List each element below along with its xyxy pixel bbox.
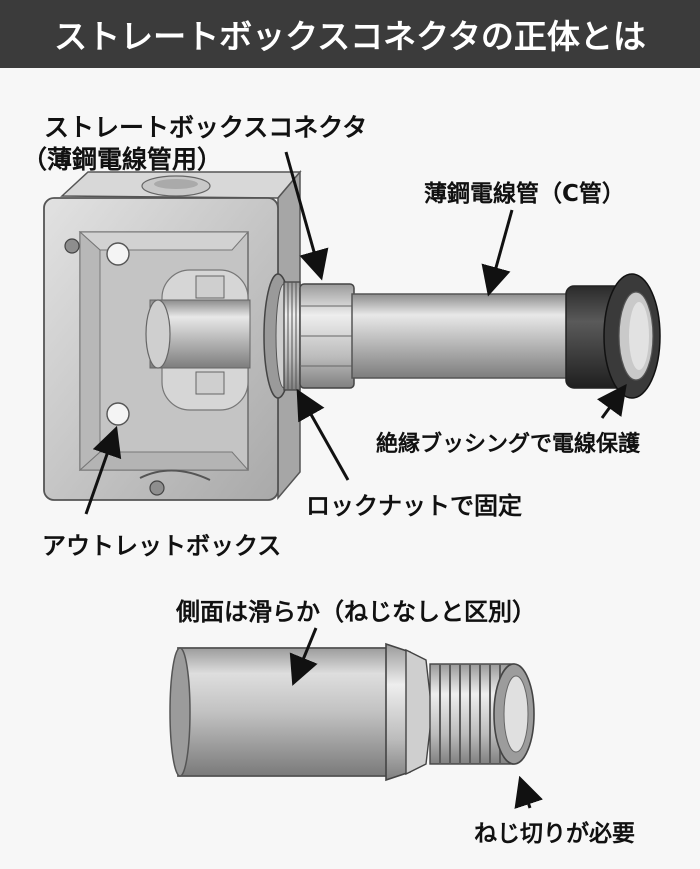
annotation-arrows <box>84 151 627 809</box>
page-title: ストレートボックスコネクタの正体とは <box>54 17 646 56</box>
label-outlet-box: アウトレットボックス <box>42 532 282 560</box>
arrow-smooth-side <box>289 627 318 686</box>
arrow-connector <box>284 151 329 281</box>
connector-closeup <box>169 642 535 782</box>
label-bushing: 絶縁ブッシングで電線保護 <box>376 432 641 457</box>
arrow-thread <box>514 775 543 809</box>
outlet-box <box>43 169 302 501</box>
label-smooth-side: 側面は滑らか（ねじなしと区別） <box>176 598 536 626</box>
title-banner: ストレートボックスコネクタの正体とは <box>0 0 700 68</box>
label-connector-line2: （薄鋼電線管用） <box>22 145 223 174</box>
arrow-bushing <box>597 383 627 419</box>
label-connector-line1: ストレートボックスコネクタ <box>44 113 368 142</box>
box-connector <box>263 273 355 399</box>
arrow-outlet-box <box>84 425 122 515</box>
label-conduit: 薄鋼電線管（C管） <box>424 181 625 207</box>
arrow-conduit <box>481 209 514 297</box>
label-thread-needed: ねじ切りが必要 <box>474 821 635 847</box>
insulating-bushing <box>565 273 661 399</box>
conduit-pipe <box>351 293 575 379</box>
label-locknut: ロックナットで固定 <box>306 492 522 520</box>
arrow-locknut <box>296 388 350 481</box>
